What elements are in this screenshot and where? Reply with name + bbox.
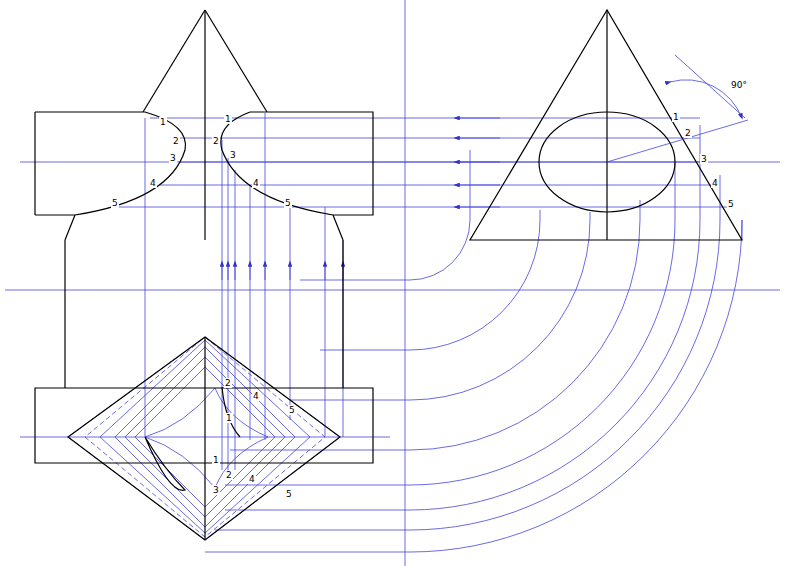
callout-number: 2 [172,136,180,146]
callout-number: 1 [224,114,232,124]
callout-number: 2 [225,470,233,480]
callout-number: 2 [212,136,220,146]
callout-number: 4 [248,474,256,484]
callout-number: 5 [284,198,292,208]
callout-number: 5 [288,405,296,415]
callout-number: 1 [672,112,680,122]
callout-number: 3 [169,153,177,163]
callout-number: 4 [252,391,260,401]
callout-number: 5 [111,198,119,208]
callout-number: 2 [224,378,232,388]
callout-number: 1 [159,117,167,127]
callout-number: 5 [285,489,293,499]
callout-number: 4 [149,178,157,188]
callout-number: 5 [727,199,735,209]
callout-number: 4 [711,178,719,188]
callout-number: 3 [700,154,708,164]
callout-number: 1 [212,455,220,465]
callout-number: 3 [229,150,237,160]
callout-number: 2 [684,128,692,138]
callout-number: 1 [225,413,233,423]
callout-number: 90° [730,80,748,90]
callout-number: 4 [252,178,260,188]
callout-number: 3 [212,485,220,495]
